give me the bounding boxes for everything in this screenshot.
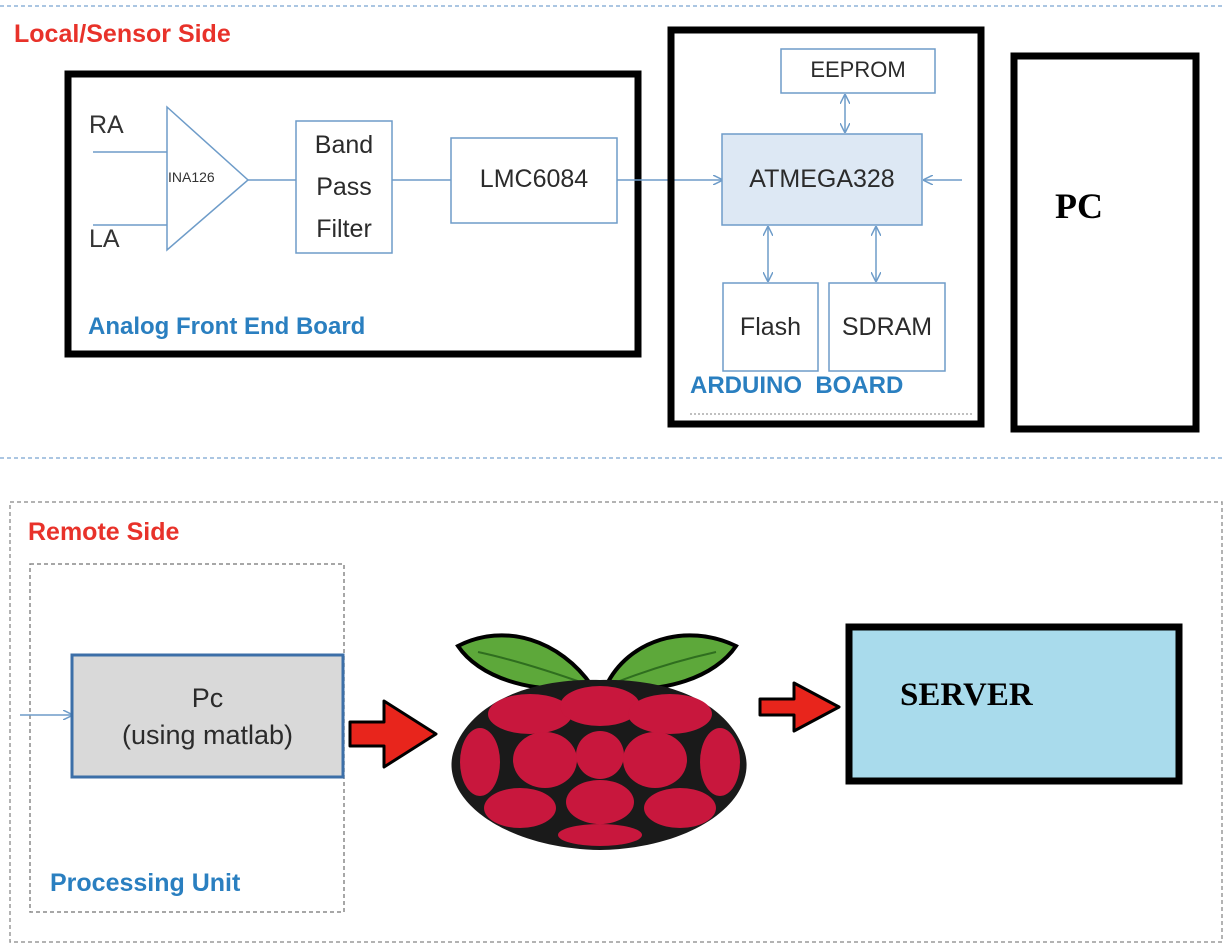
berry-drupelets (460, 686, 740, 846)
server-block (845, 623, 1183, 785)
drupelet (576, 731, 624, 779)
sdram-label: SDRAM (841, 313, 933, 341)
sdram-block (828, 282, 946, 372)
matlab-pc-title: Pc (191, 683, 224, 713)
local-section-title: Local/Sensor Side (14, 20, 231, 48)
pc-block (1010, 52, 1200, 433)
flash-label: Flash (739, 313, 802, 341)
left-leaf-vein (477, 651, 587, 685)
matlab-pc-subtitle: (using matlab) (121, 720, 294, 750)
arrow-to-pi-icon (348, 699, 438, 769)
la-input-label: LA (89, 225, 120, 253)
filter-line-2: Pass (316, 173, 372, 201)
remote-section-frame (9, 501, 1223, 943)
drupelet (700, 728, 740, 796)
filter-line-1: Band (314, 131, 374, 159)
flash-block (722, 282, 819, 372)
eeprom-label: EEPROM (810, 57, 906, 82)
atmega328-label: ATMEGA328 (749, 165, 895, 193)
server-label: SERVER (900, 677, 1033, 713)
pc-label: PC (1055, 186, 1103, 226)
matlab-pc-block (70, 653, 345, 779)
drupelet (513, 732, 577, 788)
ina126-amplifier (166, 105, 250, 252)
remote-section-title: Remote Side (28, 518, 180, 546)
lmc6084-label: LMC6084 (479, 165, 589, 193)
atmega328-block (721, 133, 923, 226)
filter-line-3: Filter (316, 215, 372, 243)
right-leaf-vein (611, 651, 717, 685)
lmc6084-block (450, 137, 618, 224)
drupelet (488, 694, 572, 734)
arrow-to-server-icon (758, 681, 841, 733)
drupelet (484, 788, 556, 828)
processing-unit-frame (29, 563, 345, 913)
drupelet (623, 732, 687, 788)
analog-front-end-board (64, 70, 642, 358)
drupelet (560, 686, 640, 726)
processing-unit-caption: Processing Unit (50, 869, 241, 897)
eeprom-block (780, 48, 936, 94)
drupelet (628, 694, 712, 734)
ina126-label: INA126 (168, 169, 215, 185)
band-pass-filter-block (295, 120, 393, 254)
drupelet (566, 780, 634, 824)
ra-input-label: RA (89, 111, 124, 139)
afe-caption: Analog Front End Board (88, 313, 366, 340)
arduino-caption: ARDUINO BOARD (690, 372, 904, 399)
raspberry-pi-icon (451, 633, 747, 850)
arduino-board (667, 26, 985, 428)
drupelet (460, 728, 500, 796)
left-leaf-icon (455, 633, 596, 691)
drupelet (644, 788, 716, 828)
drupelet (558, 824, 642, 846)
